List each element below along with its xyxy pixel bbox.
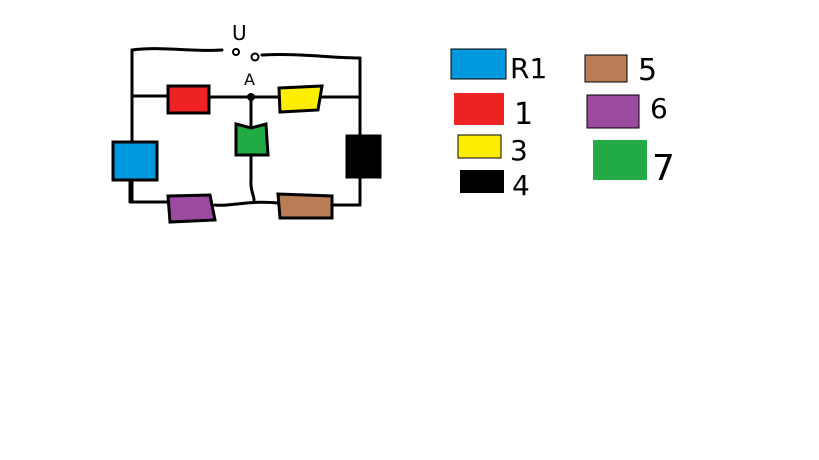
legend-item-7: 7 xyxy=(593,140,675,189)
node-a-dot xyxy=(247,93,255,101)
resistor-7 xyxy=(234,122,270,157)
middle-branch xyxy=(130,93,360,202)
voltage-label: U xyxy=(232,21,247,45)
legend: R1 1 3 4 5 6 7 xyxy=(450,48,675,202)
node-label: A xyxy=(244,70,255,89)
legend-swatch-4 xyxy=(460,170,504,193)
resistor-r1 xyxy=(111,140,159,182)
resistor-1 xyxy=(166,84,211,115)
legend-item-3: 3 xyxy=(457,134,528,167)
resistor-5 xyxy=(276,192,334,220)
legend-item-1: 1 xyxy=(454,93,533,132)
legend-item-4: 4 xyxy=(460,169,530,202)
legend-label-5: 5 xyxy=(638,53,657,88)
legend-swatch-3 xyxy=(457,134,502,159)
resistor-3 xyxy=(277,84,324,114)
legend-label-7: 7 xyxy=(652,148,675,189)
legend-swatch-5 xyxy=(584,54,628,83)
legend-swatch-1 xyxy=(454,93,504,125)
terminal-left xyxy=(232,48,240,56)
legend-item-r1: R1 xyxy=(450,48,547,85)
legend-item-5: 5 xyxy=(584,53,657,88)
bottom-wire xyxy=(128,56,362,207)
terminal-right xyxy=(250,52,260,62)
legend-label-3: 3 xyxy=(510,134,528,167)
legend-label-6: 6 xyxy=(650,92,668,125)
legend-label-r1: R1 xyxy=(510,52,547,85)
legend-swatch-r1 xyxy=(450,48,507,80)
legend-swatch-6 xyxy=(586,94,640,129)
legend-swatch-7 xyxy=(593,140,647,180)
resistor-6 xyxy=(166,193,217,224)
legend-item-6: 6 xyxy=(586,92,668,129)
legend-label-4: 4 xyxy=(512,169,530,202)
legend-label-1: 1 xyxy=(514,97,533,132)
resistor-4 xyxy=(345,134,382,179)
